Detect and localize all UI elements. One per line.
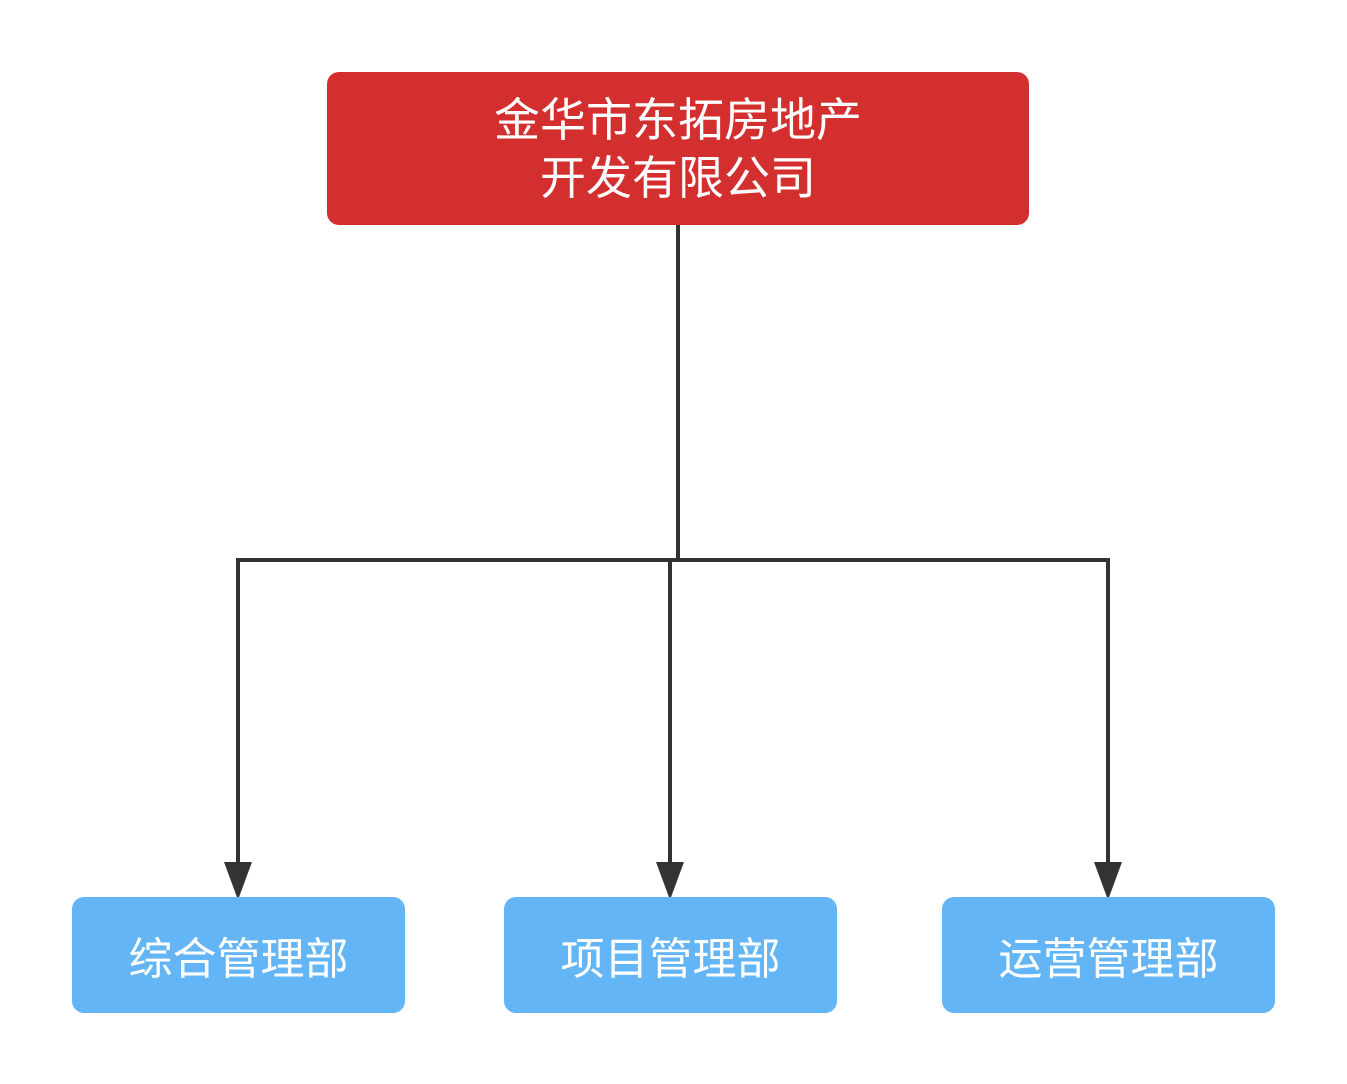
root-label-line-2: 开发有限公司 [540,150,816,205]
connector-to-child-2 [678,558,1110,866]
arrowhead-child-1 [656,862,684,900]
connector-to-child-0 [236,558,678,866]
root-label-line-1: 金华市东拓房地产 [494,92,862,147]
root-node: 金华市东拓房地产 开发有限公司 [327,72,1029,225]
arrowhead-child-0 [224,862,252,900]
child-node-project-management: 项目管理部 [504,897,837,1013]
child-label: 项目管理部 [560,934,781,985]
arrowhead-child-2 [1094,862,1122,900]
child-node-general-management: 综合管理部 [72,897,405,1013]
child-label: 综合管理部 [128,934,349,985]
child-label: 运营管理部 [998,934,1219,985]
child-node-operations-management: 运营管理部 [942,897,1275,1013]
